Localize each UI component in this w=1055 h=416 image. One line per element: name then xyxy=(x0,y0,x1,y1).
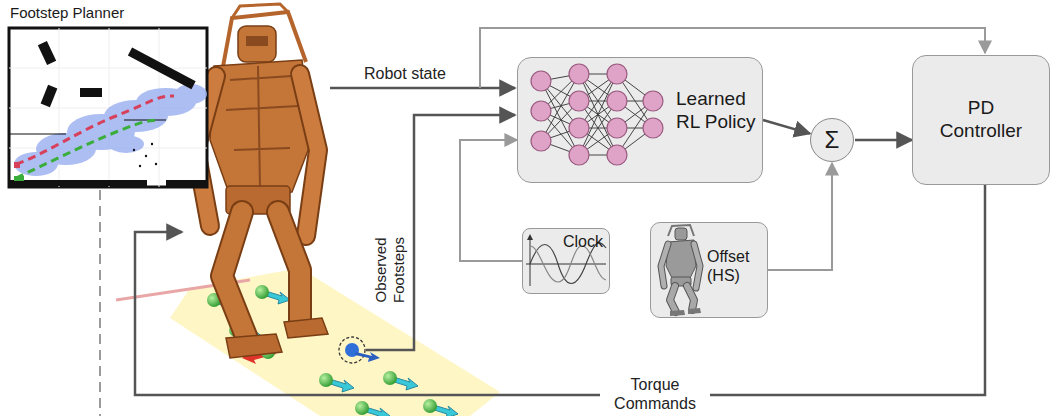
offset-box: Offset (HS) xyxy=(650,222,768,318)
node-text: Clock xyxy=(563,232,609,251)
planner-panel: Footstep Planner xyxy=(6,4,210,190)
node-text: Offset (HS) xyxy=(707,247,765,285)
policy-box: Learned RL Policy xyxy=(517,57,763,183)
node-text: PD Controller xyxy=(926,97,1036,143)
sum-junction: Σ xyxy=(810,118,854,162)
neural-network-icon xyxy=(517,57,677,183)
planner-map xyxy=(6,4,210,190)
node-text: Σ xyxy=(825,126,840,155)
signal-arrow xyxy=(855,139,912,142)
clock-box: Clock xyxy=(522,228,610,294)
signal-arrow xyxy=(768,163,832,270)
signal-label: Torque Commands xyxy=(600,374,710,414)
signal-arrow xyxy=(763,120,810,134)
controller-box: PD Controller xyxy=(912,55,1050,185)
signal-label: Robot state xyxy=(364,64,484,83)
signal-arrow xyxy=(460,140,522,261)
signal-label: Observed Footsteps xyxy=(372,222,408,318)
node-text: Footstep Planner xyxy=(10,4,206,22)
node-text: Learned RL Policy xyxy=(676,88,756,134)
